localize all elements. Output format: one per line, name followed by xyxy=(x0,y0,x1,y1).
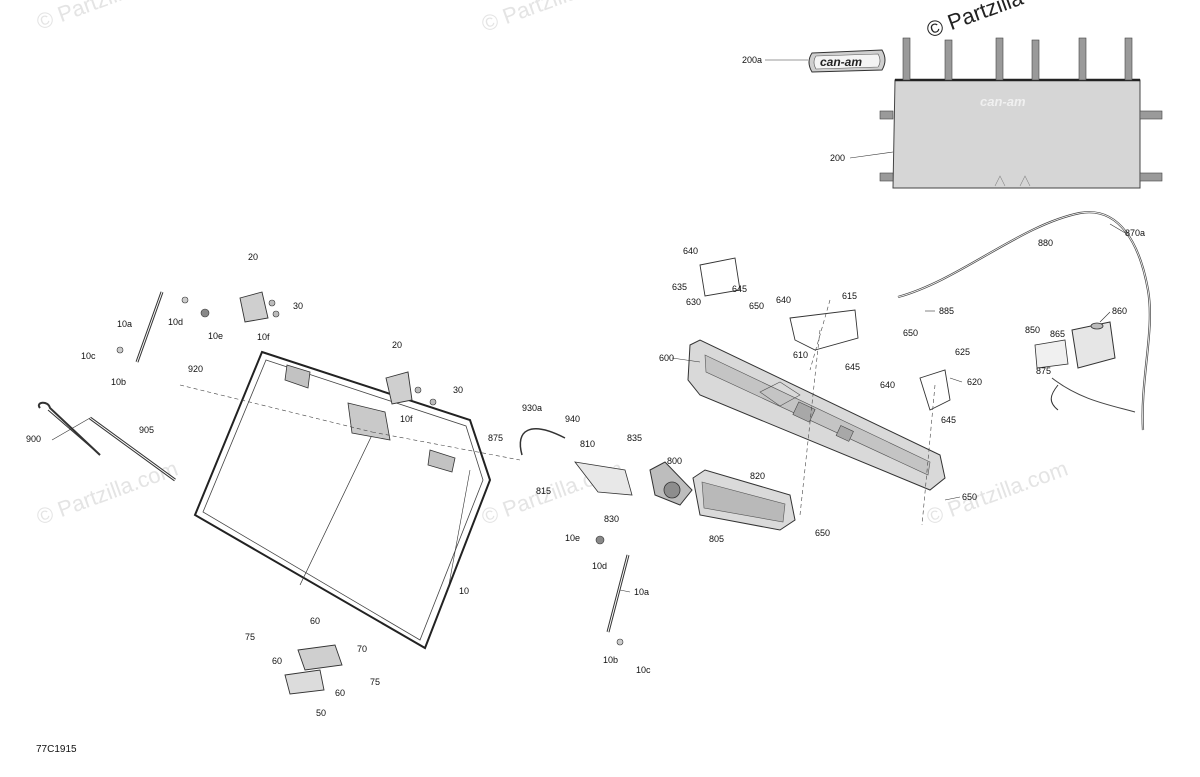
callout-10f-b: 10f xyxy=(400,414,413,424)
callout-820: 820 xyxy=(750,471,765,481)
callout-650-c: 650 xyxy=(962,492,977,502)
windshield-10 xyxy=(193,350,492,650)
callout-60-c: 60 xyxy=(335,688,345,698)
callout-10a-right: 10a xyxy=(634,587,649,597)
callout-10b-right: 10b xyxy=(603,655,618,665)
callout-50: 50 xyxy=(316,708,326,718)
callout-870a: 870a xyxy=(1125,228,1145,238)
callout-625: 625 xyxy=(955,347,970,357)
callout-860: 860 xyxy=(1112,306,1127,316)
callout-610: 610 xyxy=(793,350,808,360)
screen-logo-text: can-am xyxy=(980,94,1026,109)
decal-200a: can-am xyxy=(808,49,886,73)
callout-940: 940 xyxy=(565,414,580,424)
watermark-top: © Partzilla xyxy=(923,0,1027,43)
callout-875: 875 xyxy=(488,433,503,443)
callout-635: 635 xyxy=(672,282,687,292)
front-panel-600 xyxy=(687,339,946,491)
bracket-630 xyxy=(699,257,741,297)
callout-10b-left: 10b xyxy=(111,377,126,387)
callout-815: 815 xyxy=(536,486,551,496)
callout-615: 615 xyxy=(842,291,857,301)
bracket-610 xyxy=(789,309,859,351)
rear-screen-200: can-am xyxy=(879,37,1163,189)
callout-10f-a: 10f xyxy=(257,332,270,342)
callout-10d-left: 10d xyxy=(168,317,183,327)
callout-10e-right: 10e xyxy=(565,533,580,543)
gas-strut-left xyxy=(116,291,210,363)
callout-830: 830 xyxy=(604,514,619,524)
callout-30-b: 30 xyxy=(453,385,463,395)
callout-20-a: 20 xyxy=(248,252,258,262)
leader-lines xyxy=(51,59,1128,593)
callout-640-b: 640 xyxy=(776,295,791,305)
diagram-code: 77C1915 xyxy=(36,744,77,755)
callouts: 200a 200 880 870a 885 860 850 865 875 64… xyxy=(26,55,1145,718)
hinge-upper xyxy=(239,291,280,323)
callout-835: 835 xyxy=(627,433,642,443)
callout-20-b: 20 xyxy=(392,340,402,350)
callout-905: 905 xyxy=(139,425,154,435)
callout-10: 10 xyxy=(459,586,469,596)
callout-645-c: 645 xyxy=(941,415,956,425)
wiper-arm-900 xyxy=(37,401,101,456)
watermark-5: © Partzilla.com xyxy=(923,456,1071,530)
callout-645-b: 645 xyxy=(845,362,860,372)
callout-10c-left: 10c xyxy=(81,351,96,361)
callout-900: 900 xyxy=(26,434,41,444)
callout-875-right: 875 xyxy=(1036,366,1051,376)
callout-70: 70 xyxy=(357,644,367,654)
callout-10d-right: 10d xyxy=(592,561,607,571)
callout-865: 865 xyxy=(1050,329,1065,339)
callout-650-d: 650 xyxy=(815,528,830,538)
washer-line-930a xyxy=(519,428,566,456)
callout-885: 885 xyxy=(939,306,954,316)
callout-650-b: 650 xyxy=(903,328,918,338)
callout-10c-right: 10c xyxy=(636,665,651,675)
latch-assembly xyxy=(284,644,343,695)
callout-650-a: 650 xyxy=(749,301,764,311)
callout-810: 810 xyxy=(580,439,595,449)
callout-620: 620 xyxy=(967,377,982,387)
wiper-blade-905 xyxy=(89,416,176,482)
callout-200: 200 xyxy=(830,153,845,163)
callout-60-b: 60 xyxy=(272,656,282,666)
callout-805: 805 xyxy=(709,534,724,544)
callout-30-a: 30 xyxy=(293,301,303,311)
callout-630: 630 xyxy=(686,297,701,307)
callout-640-a: 640 xyxy=(683,246,698,256)
callout-10e-left: 10e xyxy=(208,331,223,341)
callout-10a-left: 10a xyxy=(117,319,132,329)
wiper-motor-800 xyxy=(574,461,693,506)
storage-tray-820 xyxy=(692,469,796,531)
watermark-1: © Partzilla.com xyxy=(33,0,181,35)
decal-logo-text: can-am xyxy=(820,55,862,69)
gas-strut-right xyxy=(595,535,630,646)
callout-60-a: 60 xyxy=(310,616,320,626)
washer-reservoir-860 xyxy=(1034,321,1116,411)
callout-640-c: 640 xyxy=(880,380,895,390)
assembly-lines xyxy=(179,299,936,526)
callout-920: 920 xyxy=(188,364,203,374)
watermark-2: © Partzilla.com xyxy=(478,0,626,37)
callout-800: 800 xyxy=(667,456,682,466)
callout-880: 880 xyxy=(1038,238,1053,248)
callout-850: 850 xyxy=(1025,325,1040,335)
callout-75-a: 75 xyxy=(245,632,255,642)
washer-hose-870a xyxy=(897,211,1151,431)
callout-930a: 930a xyxy=(522,403,542,413)
callout-600: 600 xyxy=(659,353,674,363)
hinge-lower xyxy=(385,371,437,406)
bracket-620 xyxy=(919,369,951,411)
callout-75-b: 75 xyxy=(370,677,380,687)
callout-645-a: 645 xyxy=(732,284,747,294)
callout-200a: 200a xyxy=(742,55,762,65)
